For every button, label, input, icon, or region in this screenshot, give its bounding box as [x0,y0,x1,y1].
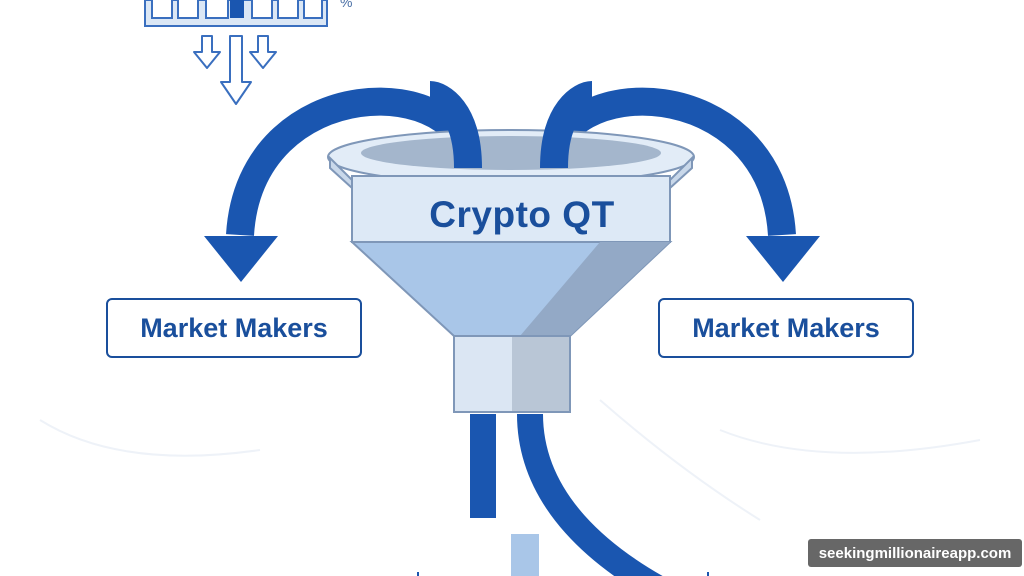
bottom-tick-marks [417,572,709,576]
funnel-label: Crypto QT [429,194,615,235]
down-arrow-icon [193,35,277,105]
watermark: seekingmillionaireapp.com [808,539,1022,567]
market-makers-left-box: Market Makers [106,298,362,358]
market-makers-right-box: Market Makers [658,298,914,358]
buildings-icon [144,0,328,27]
percent-symbol: % [340,0,353,10]
outflow-lines [470,413,663,576]
background-texture [39,399,981,521]
funnel-icon [327,81,695,413]
